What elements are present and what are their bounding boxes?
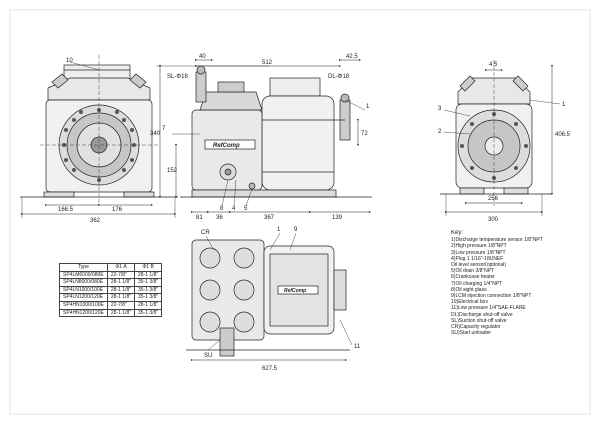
front-dim-left: 166.5	[58, 207, 74, 213]
rear-dim-height: 406.5	[555, 132, 571, 138]
table-cell: 28-1 1/8"	[133, 300, 163, 310]
key-item: SU)Start unloader	[451, 330, 492, 337]
front-dim-total: 362	[90, 218, 101, 224]
front-callout-10: 10	[66, 58, 73, 64]
top-view	[186, 232, 353, 361]
side-dim-bottom2: 36	[216, 215, 223, 221]
top-callout-1: 1	[277, 227, 281, 233]
top-callout-cr: CR	[201, 230, 210, 236]
table-cell: 35-1 3/8"	[133, 293, 163, 302]
key-item: Oil level sensor(optional)	[451, 262, 507, 269]
side-dim-top1: 40	[199, 54, 206, 60]
key-item: 2)High pressure 1/8"NPT	[451, 243, 507, 250]
side-callout-1: 1	[366, 104, 370, 110]
table-cell: 28-1 1/8"	[106, 278, 136, 287]
table-cell: SP4LM6000/080E	[59, 270, 108, 280]
key-item: 5)Oil drain 3/8"NPT	[451, 268, 495, 275]
table-cell: SP4HN1200/120E	[59, 308, 108, 318]
key-item: 8)Oil sight glass	[451, 286, 487, 293]
key-item: 3)Low pressure 1/8"NPT	[451, 249, 506, 256]
key-item: 10)Electrical box	[451, 299, 488, 306]
key-item: SL)Suction shut-off valve	[451, 317, 507, 324]
side-dim-height-mid: 152	[167, 168, 178, 174]
side-callout-8: 8	[220, 206, 224, 212]
key-item: 9)LCM injection connection 1/8"NPT	[451, 293, 532, 300]
top-callout-11: 11	[354, 344, 361, 350]
table-cell: SP4LN8000/080E	[59, 278, 108, 287]
side-dim-bottom1: 81	[196, 215, 203, 221]
side-brand-logo: RefComp	[213, 143, 240, 149]
table-cell: SP4LN1000/100E	[59, 285, 108, 295]
key-item: 7)Oil charging 1/4"NPT	[451, 280, 503, 287]
top-dim-width: 627.5	[262, 366, 278, 372]
table-cell: 22-7/8"	[106, 270, 136, 280]
side-view	[156, 59, 372, 213]
rear-callout-2: 2	[438, 129, 442, 135]
type-table-header-cell: Type	[59, 263, 108, 272]
rear-dim-base1: 256	[488, 196, 499, 202]
sheet-frame	[9, 9, 591, 415]
top-callout-9: 9	[294, 227, 298, 233]
table-cell: 35-1 3/8"	[133, 278, 163, 287]
key-title: Key:	[451, 230, 464, 236]
rear-callout-3: 3	[438, 106, 442, 112]
top-callout-su: SU	[204, 353, 212, 359]
key-item: CR)Capacity regulator	[451, 324, 501, 331]
side-dim-height-right: 72	[361, 131, 368, 137]
side-callout-7: 7	[162, 126, 166, 132]
rear-dim-base2: 300	[488, 217, 499, 223]
side-fitting-right: DL-Φ18	[328, 74, 350, 80]
type-table-header: Type Φ1 A Φ1 B	[59, 263, 163, 272]
side-callout-5: 5	[244, 206, 248, 212]
table-cell: SP4LN1200/120E	[59, 293, 108, 302]
front-view	[20, 55, 178, 218]
side-fitting-left: SL-Φ18	[167, 74, 188, 80]
table-cell: 28-1 1/8"	[106, 293, 136, 302]
type-table-header-cell: Φ1 A	[106, 263, 136, 272]
side-dim-bottom4: 139	[332, 215, 343, 221]
table-cell: 22-7/8"	[106, 300, 136, 310]
table-cell: 28-1 1/8"	[106, 285, 136, 295]
key-item: 4)Plug 1 1/16"-18UNEF	[451, 255, 504, 262]
table-cell: SP4HN1000/100E	[59, 300, 108, 310]
side-dim-top3: 42.5	[346, 54, 358, 60]
key-item: 11)Low pressure 1/4"SAE-FLARE	[451, 305, 526, 312]
rear-dim-top: 4.5	[489, 62, 498, 68]
table-cell: 28-1 1/8"	[133, 270, 163, 280]
key-legend: Key: 1)Discharge temperature sensor 1/8"…	[451, 230, 596, 336]
side-dim-top2: 512	[262, 60, 273, 66]
key-item: DL)Discharge shut-off valve	[451, 311, 513, 318]
front-dim-right: 176	[112, 207, 123, 213]
key-item: 1)Discharge temperature sensor 1/8"NPT	[451, 237, 543, 244]
side-dim-height-total: 340	[150, 131, 161, 137]
side-dim-bottom3: 367	[264, 215, 275, 221]
side-callout-4: 4	[232, 206, 236, 212]
top-brand-logo: RefComp	[284, 288, 306, 294]
table-cell: 28-1 1/8"	[106, 308, 136, 318]
rear-view	[440, 60, 561, 216]
table-cell: 35-1 3/8"	[133, 285, 163, 295]
table-cell: 35-1 3/8"	[133, 308, 163, 318]
type-table-header-cell: Φ1 B	[133, 263, 163, 272]
rear-callout-1: 1	[562, 102, 566, 108]
key-item: 6)Crankcase heater	[451, 274, 495, 281]
